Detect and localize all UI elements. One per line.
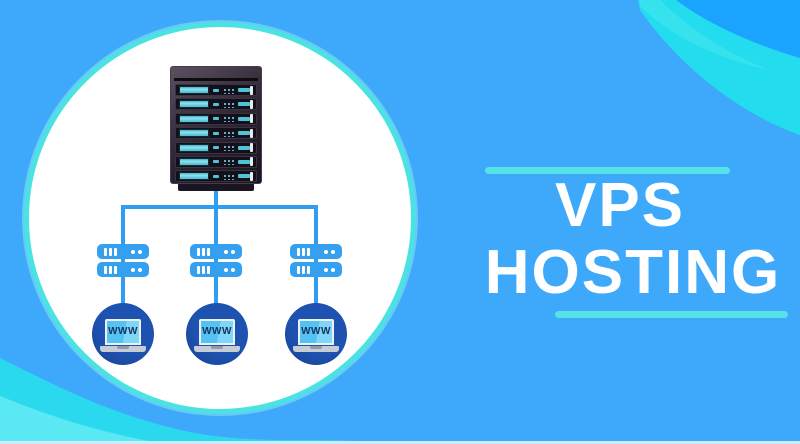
port-bar-icon: [237, 159, 251, 164]
vps-server-left: [97, 244, 149, 277]
laptop-screen: WWW: [107, 320, 139, 343]
title-accent-line-top: [485, 167, 730, 174]
power-slot-icon: [250, 171, 253, 181]
drive-bay-icon: [179, 143, 210, 152]
port-bar-icon: [237, 131, 251, 136]
port-bar-icon: [237, 116, 251, 121]
client-circle-right: WWW: [285, 303, 347, 365]
vps-server-unit: [290, 244, 342, 259]
vps-server-middle: [190, 244, 242, 277]
laptop-screen: WWW: [201, 320, 233, 343]
power-slot-icon: [250, 143, 253, 153]
led-dash-icon: [213, 160, 219, 164]
rack-server-unit: [175, 155, 257, 168]
server-rack: [170, 66, 262, 184]
rack-server-unit: [175, 112, 257, 125]
led-dots-icon: [224, 249, 235, 254]
led-dash-icon: [213, 102, 219, 106]
page-title-line2: HOSTING: [484, 238, 782, 307]
laptop-screen: WWW: [300, 320, 332, 343]
led-dots-icon: [131, 249, 142, 254]
rack-server-unit: [175, 98, 257, 111]
led-dash-icon: [213, 88, 219, 92]
rack-server-unit: [175, 84, 257, 96]
rack-server-unit: [175, 170, 257, 183]
client-circle-middle: WWW: [186, 303, 248, 365]
laptop-base: [293, 345, 339, 352]
port-bar-icon: [237, 174, 251, 179]
power-slot-icon: [250, 157, 253, 167]
rack-server-unit: [175, 127, 257, 140]
connector-rack-down: [214, 182, 218, 208]
vps-server-unit: [97, 262, 149, 277]
corner-blue-shape: [672, 0, 800, 58]
drive-bay-icon: [179, 86, 210, 94]
vent-bars-icon: [197, 265, 210, 274]
led-dots-icon: [221, 158, 236, 166]
led-dots-icon: [221, 172, 236, 180]
drive-bay-icon: [179, 114, 210, 123]
led-dash-icon: [213, 117, 219, 121]
power-slot-icon: [250, 128, 253, 138]
laptop-icon: WWW: [105, 318, 141, 345]
vent-bars-icon: [104, 247, 117, 256]
vps-server-unit: [290, 262, 342, 277]
led-dots-icon: [221, 129, 236, 137]
led-dash-icon: [213, 174, 219, 178]
rack-server-unit: [175, 141, 257, 154]
drive-bay-icon: [179, 172, 210, 181]
title-accent-line-bottom: [555, 311, 788, 318]
led-dash-icon: [213, 146, 219, 150]
bottom-edge-strip: [0, 441, 800, 444]
vent-bars-icon: [297, 247, 310, 256]
port-bar-icon: [237, 88, 251, 92]
port-bar-icon: [237, 102, 251, 107]
page-title-line1: VPS: [554, 171, 686, 240]
led-dots-icon: [221, 115, 236, 123]
connector-horizontal: [121, 205, 318, 209]
cyan-swoosh-shape: [638, 0, 800, 135]
led-dash-icon: [213, 131, 219, 135]
led-dots-icon: [224, 267, 235, 272]
vps-server-right: [290, 244, 342, 277]
drive-bay-icon: [179, 100, 210, 109]
led-dots-icon: [131, 267, 142, 272]
drive-bay-icon: [179, 157, 210, 166]
vent-bars-icon: [297, 265, 310, 274]
led-dots-icon: [324, 249, 335, 254]
server-rack-base: [178, 184, 254, 191]
drive-bay-icon: [179, 129, 210, 138]
laptop-icon: WWW: [199, 318, 235, 345]
laptop-icon: WWW: [298, 318, 334, 345]
www-label: WWW: [301, 325, 331, 337]
led-dots-icon: [221, 144, 236, 152]
server-rack-top-cap: [174, 70, 258, 81]
www-label: WWW: [108, 325, 138, 337]
vent-bars-icon: [104, 265, 117, 274]
power-slot-icon: [250, 99, 253, 109]
vps-server-unit: [190, 244, 242, 259]
port-bar-icon: [237, 145, 251, 150]
laptop-base: [194, 345, 240, 352]
power-slot-icon: [250, 114, 253, 124]
led-dots-icon: [221, 86, 236, 94]
wave-inner-shape: [0, 396, 165, 444]
www-label: WWW: [202, 325, 232, 337]
vps-server-unit: [190, 262, 242, 277]
led-dots-icon: [221, 100, 236, 108]
led-dots-icon: [324, 267, 335, 272]
laptop-base: [100, 345, 146, 352]
client-circle-left: WWW: [92, 303, 154, 365]
power-slot-icon: [250, 85, 253, 95]
vps-server-unit: [97, 244, 149, 259]
vent-bars-icon: [197, 247, 210, 256]
cyan-swoosh-highlight: [640, 0, 770, 70]
